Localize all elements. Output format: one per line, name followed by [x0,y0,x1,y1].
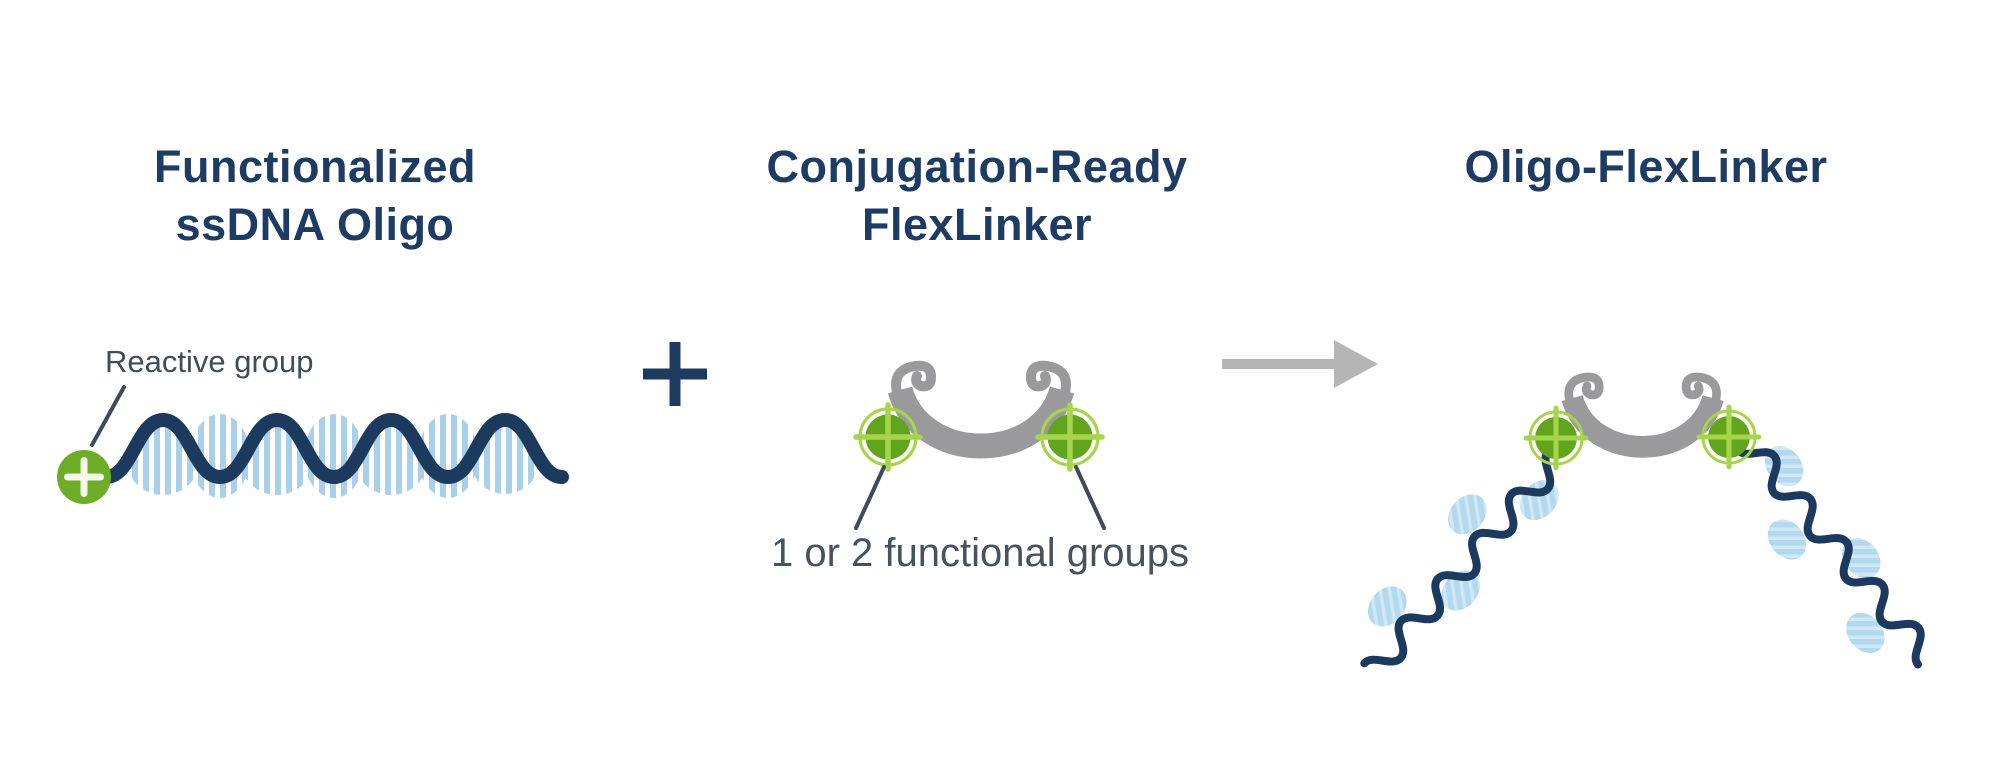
functional-group-leader-line-left [854,465,886,530]
panel3-title: Oligo-FlexLinker [1346,138,1946,196]
panel1-title-line2: ssDNA Oligo [175,198,455,250]
ssdna-oligo-graphic [57,385,569,504]
functional-groups-label: 1 or 2 functional groups [770,531,1190,575]
flexlinker-graphic [854,366,1106,530]
flexlinker-crescent-icon [896,366,1066,446]
reactive-group-icon [57,450,111,504]
panel1-title: Functionalized ssDNA Oligo [15,138,615,253]
oligo-strand-right [1710,423,1950,688]
panel2-title: Conjugation-Ready FlexLinker [677,138,1277,253]
pan2-title-line2: FlexLinker [861,198,1093,250]
arrow-right-icon [1222,340,1378,388]
oligo-strand-left [1336,428,1579,691]
plus-icon [643,342,707,406]
reactive-group-leader-line [90,385,126,447]
flexlinker-crescent-icon [1569,377,1717,447]
oligo-flexlinker-graphic [1336,377,1950,691]
panel2-title-line1: Conjugation-Ready [766,141,1188,192]
dna-wave-icon [99,412,569,485]
functional-group-leader-line-right [1074,465,1106,530]
panel3-title-line1: Oligo-FlexLinker [1464,141,1828,192]
reactive-group-label: Reactive group [105,344,314,379]
panel1-title-line1: Functionalized [154,141,476,192]
